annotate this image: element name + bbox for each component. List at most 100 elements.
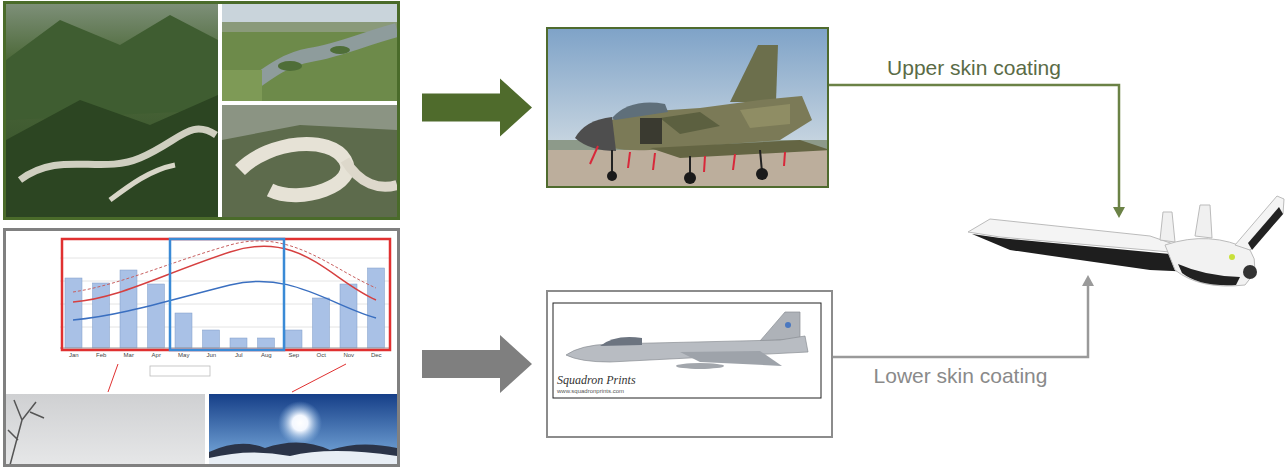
art-path (110, 165, 175, 200)
art-circle (607, 171, 617, 181)
art-path (209, 442, 397, 465)
art-line (108, 364, 118, 392)
art-path (240, 144, 347, 195)
art-rect (6, 4, 218, 217)
art-rect (222, 105, 397, 217)
art-g (607, 168, 768, 184)
art-polygon (6, 95, 218, 217)
art-rect (6, 231, 397, 393)
art-line (704, 156, 705, 172)
art-rect (640, 118, 662, 144)
art-polygon (1195, 205, 1212, 238)
art-path (612, 103, 668, 120)
art-rect (209, 394, 397, 465)
art-ellipse (330, 46, 350, 54)
art-rect (65, 278, 82, 348)
art-polygon (6, 15, 218, 120)
art-circle (785, 322, 791, 328)
art-line (733, 154, 735, 170)
month-axis: JanFebMarAprMayJunJulAugSepOctNovDec (60, 352, 390, 360)
art-rect (258, 338, 275, 348)
art-g (6, 4, 218, 217)
axis-label: Dec (363, 352, 391, 359)
art-rect (222, 70, 262, 101)
photo-collage (3, 1, 400, 220)
arrowhead (1113, 207, 1125, 218)
arrowhead (1082, 275, 1094, 286)
axis-label: Jul (225, 352, 253, 359)
block-arrow-shape (422, 79, 532, 137)
art-circle (756, 168, 768, 180)
print-brand: Squadron Prints (557, 373, 831, 387)
edge-label: Lower skin coating (872, 364, 1050, 388)
axis-label: Mar (115, 352, 143, 359)
connector-path (833, 285, 1088, 357)
axis-label: Oct (308, 352, 336, 359)
art-path (660, 112, 720, 134)
art-polygon (968, 219, 1185, 252)
art-line (60, 348, 390, 349)
art-rect (175, 313, 192, 348)
art-g (548, 29, 827, 186)
art-path (8, 400, 44, 465)
axis-label: Jun (198, 352, 226, 359)
block-arrow (422, 335, 532, 393)
art-rect (230, 338, 247, 348)
art-g (222, 105, 397, 217)
art-line (653, 153, 655, 170)
axis-label: May (170, 352, 198, 359)
art-path (209, 451, 397, 465)
art-polygon (1235, 196, 1284, 250)
art-circle (1229, 254, 1235, 260)
art-ellipse (278, 61, 302, 71)
art-line (292, 364, 346, 392)
art-rect (222, 4, 397, 22)
art-rect (222, 4, 397, 101)
block-arrow-shape (422, 335, 532, 393)
print-url: www.squadronprints.com (557, 387, 831, 395)
art-polygon (730, 45, 778, 102)
art-line (219, 4, 222, 217)
art-rect (203, 330, 220, 348)
art-path (345, 160, 397, 187)
art-polygon (1160, 212, 1175, 242)
art-line (784, 152, 785, 166)
art-path (20, 129, 216, 180)
art-rect (6, 394, 205, 465)
art-rect (148, 284, 165, 348)
art-ellipse (676, 363, 724, 369)
art-rect (222, 22, 397, 32)
axis-label: Aug (253, 352, 281, 359)
art-line (628, 152, 630, 168)
art-polygon (222, 105, 397, 140)
connector-line (833, 275, 1094, 357)
art-path (73, 246, 376, 302)
art-path (566, 336, 808, 362)
art-path (575, 117, 616, 151)
art-rect (62, 239, 390, 350)
axis-label: Sep (280, 352, 308, 359)
block-arrow (422, 79, 532, 137)
art-rect (285, 330, 302, 348)
art-polygon (1248, 207, 1283, 250)
art-circle (1243, 265, 1257, 279)
art-path (73, 281, 376, 320)
art-rect (150, 366, 210, 376)
connector-path (829, 85, 1119, 208)
photo-box (546, 27, 829, 188)
axis-label: Jan (60, 352, 88, 359)
art-line (60, 281, 390, 282)
photo-box: Squadron Printswww.squadronprints.com (546, 290, 833, 438)
art-g (65, 268, 385, 348)
art-g (612, 150, 762, 176)
art-line (611, 150, 613, 174)
art-circle (684, 172, 696, 184)
art-path (1178, 264, 1240, 285)
art-rect (548, 29, 827, 154)
art-path (73, 241, 376, 292)
art-g (590, 146, 785, 172)
chart-panel (3, 228, 400, 467)
art-path (740, 104, 790, 128)
